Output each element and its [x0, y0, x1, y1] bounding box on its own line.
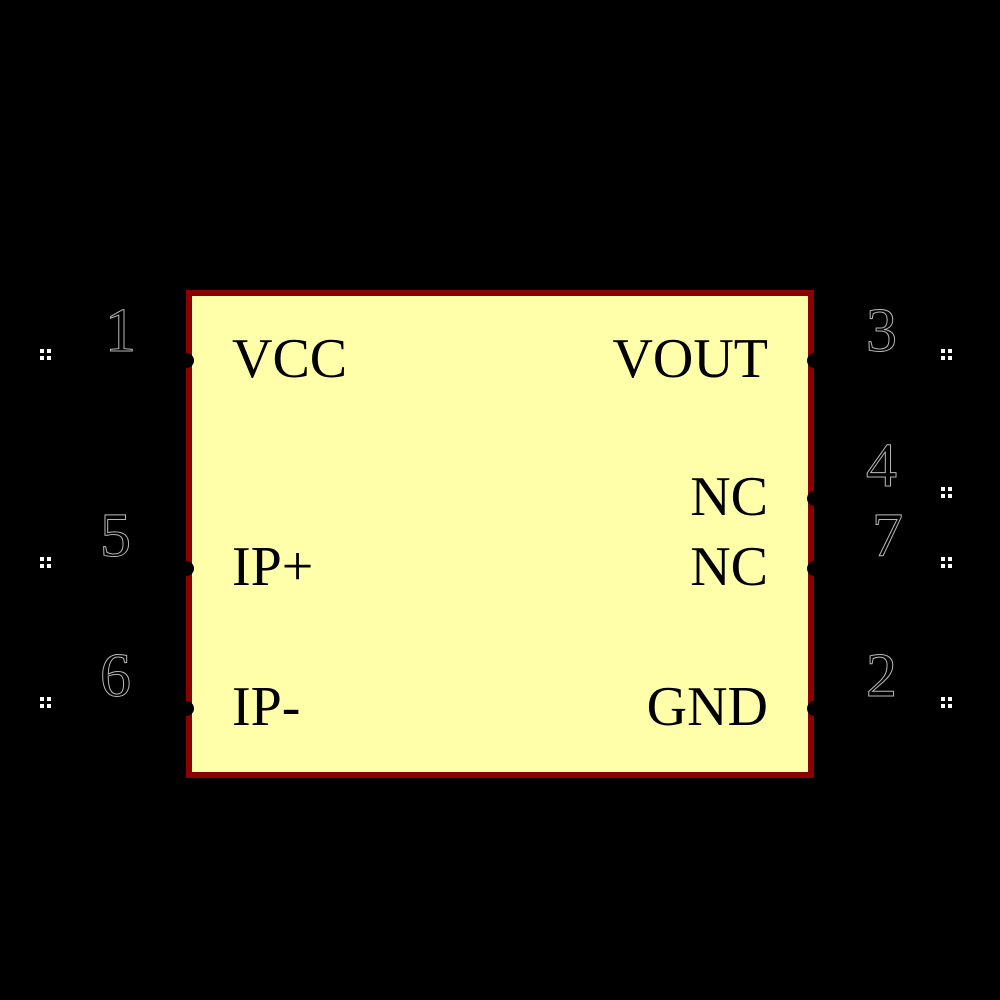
pin-number-3: 3: [866, 297, 898, 365]
pin-endpoint-marker-4[interactable]: [941, 487, 952, 498]
pin-connection-dot-2[interactable]: [807, 701, 822, 716]
pin-number-6: 6: [100, 642, 132, 710]
pin-endpoint-marker-2[interactable]: [941, 697, 952, 708]
pin-connection-dot-6[interactable]: [179, 701, 194, 716]
pin-label-nc-4: NC: [690, 466, 768, 528]
pin-connection-dot-3[interactable]: [807, 353, 822, 368]
pin-connection-dot-7[interactable]: [807, 561, 822, 576]
pin-endpoint-marker-1[interactable]: [40, 349, 51, 360]
pin-label-ip--6: IP-: [232, 676, 301, 738]
pin-number-2: 2: [866, 642, 898, 710]
pin-label-vout-3: VOUT: [612, 328, 768, 390]
pin-endpoint-marker-5[interactable]: [40, 557, 51, 568]
component-body[interactable]: [186, 290, 814, 778]
pin-connection-dot-4[interactable]: [807, 491, 822, 506]
pin-number-7: 7: [872, 502, 904, 570]
pin-label-gnd-2: GND: [646, 676, 768, 738]
pin-number-4: 4: [866, 432, 898, 500]
pin-endpoint-marker-7[interactable]: [941, 557, 952, 568]
pin-number-1: 1: [105, 297, 137, 365]
pin-label-vcc-1: VCC: [232, 328, 348, 390]
pin-label-nc-7: NC: [690, 536, 768, 598]
pin-endpoint-marker-3[interactable]: [941, 349, 952, 360]
pin-endpoint-marker-6[interactable]: [40, 697, 51, 708]
pin-connection-dot-1[interactable]: [179, 353, 194, 368]
pin-label-ip--5: IP+: [232, 536, 314, 598]
pin-connection-dot-5[interactable]: [179, 561, 194, 576]
pin-number-5: 5: [100, 502, 132, 570]
